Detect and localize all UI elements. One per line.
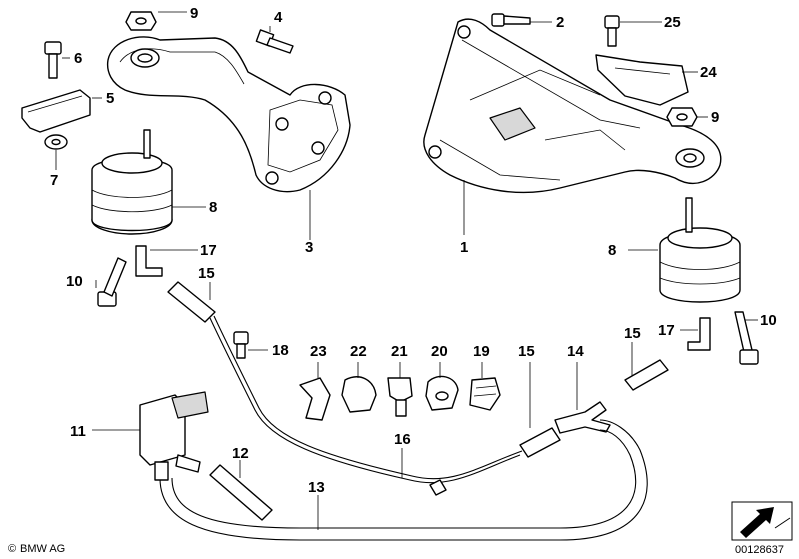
hose-15-right bbox=[624, 359, 669, 391]
callout-25: 25 bbox=[664, 14, 681, 31]
clip-22 bbox=[341, 376, 377, 413]
bolt-25 bbox=[604, 15, 620, 47]
callout-22: 22 bbox=[350, 343, 367, 360]
callout-13: 13 bbox=[308, 479, 325, 496]
callout-16: 16 bbox=[394, 431, 411, 448]
hose-15-left bbox=[167, 281, 216, 323]
callout-17-left: 17 bbox=[200, 242, 217, 259]
bolt-10-right bbox=[734, 311, 759, 365]
elbow-connector-left bbox=[135, 245, 163, 277]
t-connector bbox=[554, 401, 611, 434]
callout-11: 11 bbox=[70, 423, 86, 440]
vacuum-line-16 bbox=[209, 315, 523, 496]
elbow-connector-right bbox=[687, 317, 711, 351]
clip-19 bbox=[469, 377, 501, 411]
engine-mount-right bbox=[659, 197, 741, 303]
clip-bracket bbox=[21, 89, 91, 133]
hose-15-center bbox=[519, 427, 561, 458]
image-number: 00128637 bbox=[735, 544, 784, 556]
callout-20: 20 bbox=[431, 343, 448, 360]
callout-5: 5 bbox=[106, 90, 114, 107]
callout-15-center: 15 bbox=[518, 343, 535, 360]
callout-3: 3 bbox=[305, 239, 313, 256]
callout-2: 2 bbox=[556, 14, 564, 31]
engine-mount-left bbox=[91, 129, 173, 235]
bolt-4 bbox=[255, 29, 294, 54]
solenoid-valve bbox=[139, 391, 209, 481]
callout-23: 23 bbox=[310, 343, 327, 360]
callout-19: 19 bbox=[473, 343, 490, 360]
bolt-2 bbox=[491, 13, 531, 27]
nut-9-left bbox=[125, 11, 157, 31]
bolt-6 bbox=[44, 41, 62, 79]
bracket-24 bbox=[595, 54, 689, 106]
copyright-mark: © bbox=[8, 543, 16, 555]
callout-24: 24 bbox=[700, 64, 717, 81]
callout-6: 6 bbox=[74, 50, 82, 67]
clip-23 bbox=[299, 377, 331, 421]
callout-9-right: 9 bbox=[711, 109, 719, 126]
callout-21: 21 bbox=[391, 343, 408, 360]
callout-1: 1 bbox=[460, 239, 468, 256]
callout-18: 18 bbox=[272, 342, 289, 359]
hose-12 bbox=[209, 464, 273, 521]
leader-lines bbox=[55, 11, 758, 530]
clip-20 bbox=[425, 375, 459, 411]
brand-text: BMW AG bbox=[20, 543, 65, 555]
callout-15-left: 15 bbox=[198, 265, 215, 282]
callout-4: 4 bbox=[274, 9, 283, 26]
engine-bracket-left bbox=[106, 36, 351, 193]
callout-8-left: 8 bbox=[209, 199, 217, 216]
engine-bracket-right bbox=[423, 18, 722, 194]
callout-12: 12 bbox=[232, 445, 249, 462]
callout-7: 7 bbox=[50, 172, 58, 189]
callout-8-right: 8 bbox=[608, 242, 616, 259]
bolt-10-left bbox=[97, 257, 127, 307]
callout-numbers: 9 4 6 5 7 8 3 17 10 15 18 23 22 21 20 19… bbox=[50, 5, 777, 496]
orientation-arrow-icon bbox=[731, 501, 793, 541]
washer-7 bbox=[44, 134, 68, 150]
callout-15-right: 15 bbox=[624, 325, 641, 342]
clip-21 bbox=[387, 377, 413, 417]
callout-10-left: 10 bbox=[66, 273, 83, 290]
nut-9-right bbox=[666, 107, 698, 127]
callout-14: 14 bbox=[567, 343, 584, 360]
footer: © BMW AG 00128637 bbox=[8, 501, 793, 556]
callout-9-left: 9 bbox=[190, 5, 198, 22]
callout-10-right: 10 bbox=[760, 312, 777, 329]
hose-13 bbox=[159, 419, 648, 541]
callout-17-right: 17 bbox=[658, 322, 675, 339]
bolt-18 bbox=[233, 331, 249, 359]
